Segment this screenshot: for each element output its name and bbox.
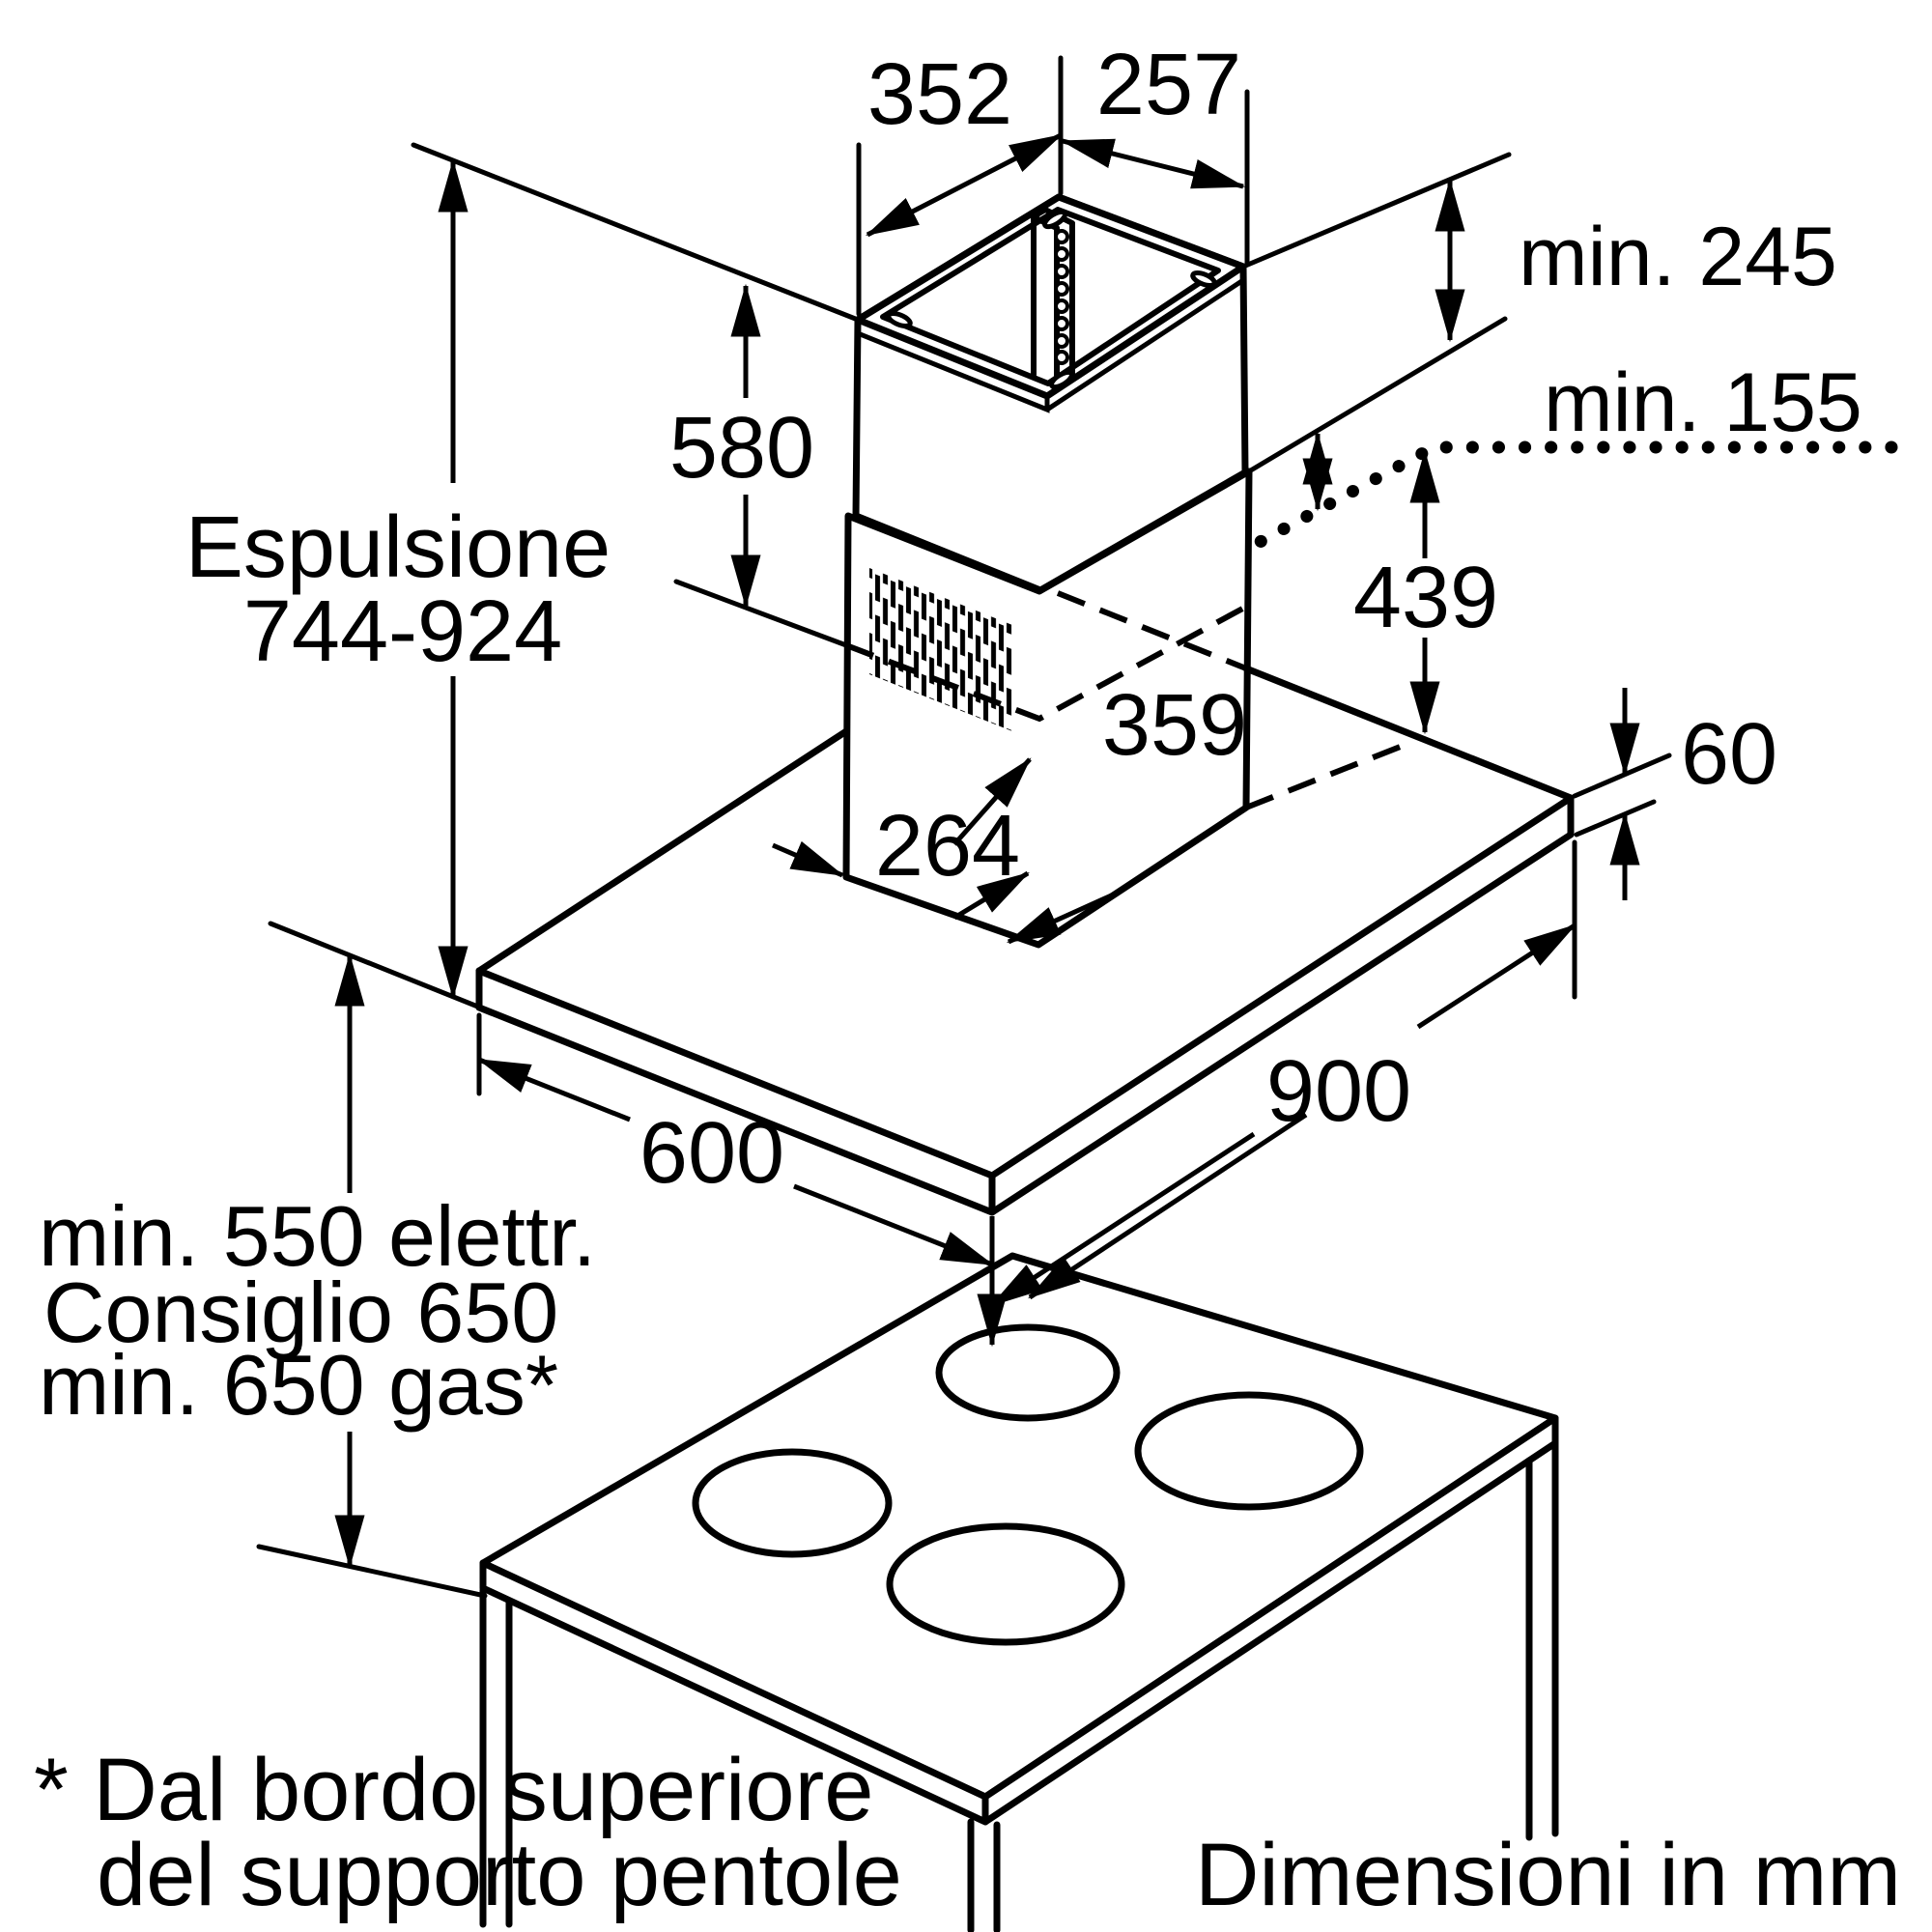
- canopy-back-edge-visible: [1242, 665, 1575, 802]
- footnote-line1: * Dal bordo superiore: [34, 1741, 873, 1839]
- arrow-264-upper: [952, 757, 1032, 846]
- label-espulsione: Espulsione: [185, 499, 611, 596]
- hidden-flue-overlap-edge: [844, 604, 1248, 723]
- label-min650-gas: min. 650 gas*: [39, 1337, 558, 1433]
- label-min245: min. 245: [1519, 211, 1837, 303]
- hob-legs: [479, 1439, 1559, 1932]
- dim-600-right: [793, 1183, 995, 1267]
- label-744-924: 744-924: [243, 583, 562, 680]
- label-264: 264: [875, 798, 1020, 895]
- vent-grille: [869, 568, 1012, 731]
- label-580: 580: [669, 400, 814, 497]
- label-min550-elettr: min. 550 elettr.: [39, 1188, 596, 1284]
- canopy-bottom-ref-stub: [268, 921, 493, 1014]
- ext-lines-60: [1572, 753, 1672, 838]
- arrow-264-right: [952, 870, 1030, 921]
- label-min155: min. 155: [1544, 356, 1862, 449]
- label-consiglio650: Consiglio 650: [43, 1264, 558, 1360]
- dim-900-right: [1416, 923, 1577, 1030]
- canopy-back-right-edge: [1056, 590, 1575, 810]
- hob-top-ref-stub: [256, 1544, 488, 1599]
- label-900: 900: [1266, 1043, 1411, 1140]
- dim-352: [865, 132, 1064, 238]
- top-plane-ref-right: [1240, 152, 1512, 270]
- label-600: 600: [639, 1105, 784, 1202]
- canopy-back-edge-hidden: [1056, 590, 1248, 671]
- label-352: 352: [867, 46, 1012, 143]
- canopy-top-backleft-edge: [475, 727, 850, 975]
- cooktop: [479, 1252, 1559, 1932]
- labels: 352 257 min. 245 min. 155 580 Espulsione…: [34, 37, 1901, 1924]
- dim-257: [1060, 138, 1246, 189]
- arrow-359: [1006, 890, 1120, 945]
- inner-duct-bracket: [1031, 207, 1075, 383]
- label-439: 439: [1353, 550, 1498, 646]
- chimney-duct: [842, 193, 1253, 949]
- arrow-264-left: [772, 840, 845, 878]
- min155-dotted-line: [1244, 440, 1898, 554]
- flue-bottom-ref-left: [673, 579, 849, 648]
- top-plane-ref-left: [411, 142, 861, 323]
- label-359: 359: [1102, 677, 1247, 774]
- dimension-lines: [334, 132, 1640, 1569]
- reference-lines: [256, 55, 1898, 1599]
- chimney-rim-thickness: [855, 264, 1246, 413]
- units-note: Dimensioni in mm: [1195, 1826, 1901, 1924]
- footnote-line2: del supporto pentole: [97, 1826, 902, 1924]
- label-257: 257: [1096, 37, 1241, 133]
- joint-plane-ref-right: [1246, 316, 1508, 474]
- centerline-arrow-diagonal: [1028, 1112, 1308, 1300]
- dim-900-left: [990, 1131, 1256, 1308]
- dim-600-left: [476, 1057, 631, 1122]
- burner-rings: [692, 1323, 1364, 1646]
- chimney-rim-inner: [880, 207, 1221, 386]
- hidden-edge-stub: [1244, 743, 1405, 810]
- canopy-plate: [475, 727, 1575, 1216]
- label-60: 60: [1681, 706, 1777, 803]
